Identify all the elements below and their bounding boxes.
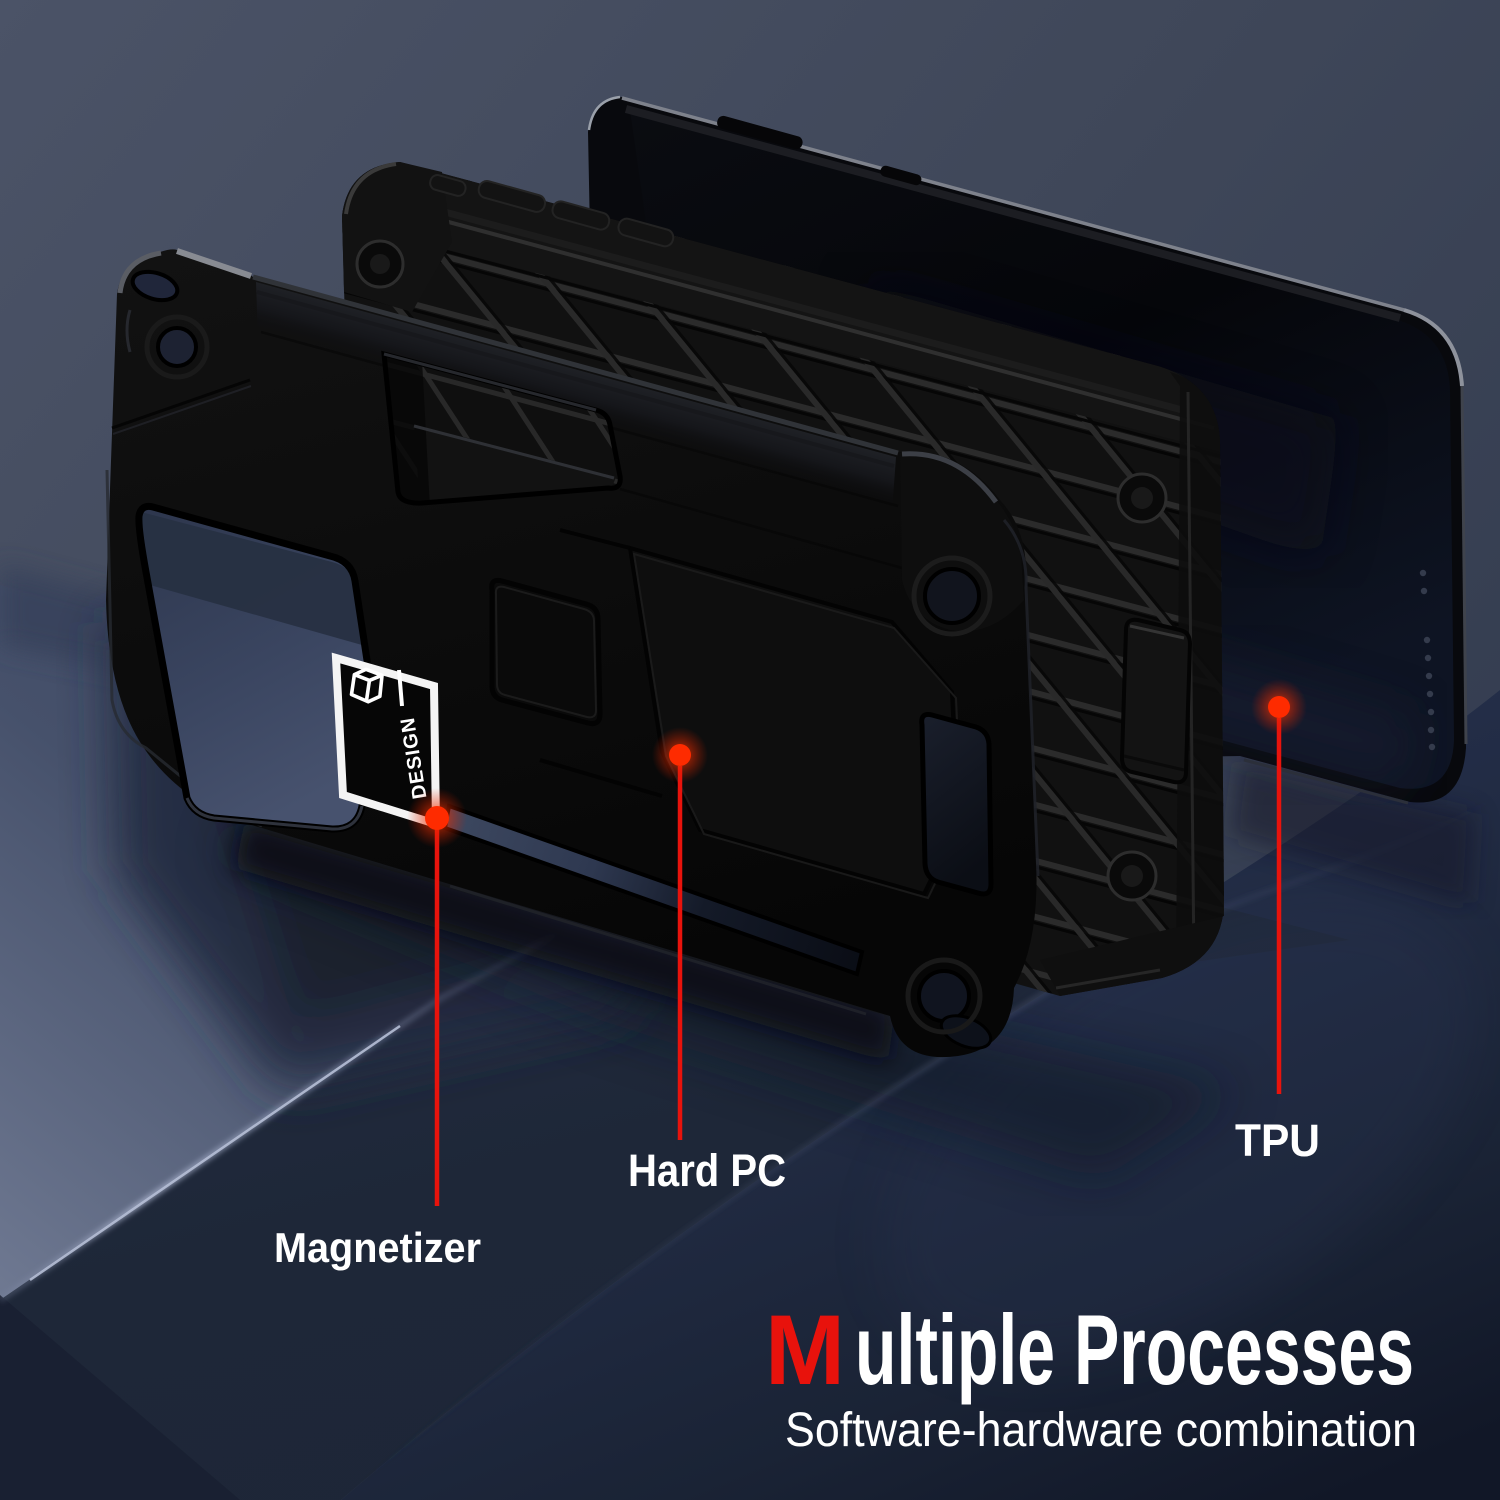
svg-text:ultiple Processes: ultiple Processes (855, 1294, 1414, 1405)
svg-text:Magnetizer: Magnetizer (274, 1224, 481, 1271)
svg-text:TPU: TPU (1235, 1115, 1320, 1166)
svg-text:Hard PC: Hard PC (628, 1145, 786, 1196)
svg-text:M: M (765, 1294, 845, 1405)
svg-text:Software-hardware combination: Software-hardware combination (785, 1404, 1417, 1457)
